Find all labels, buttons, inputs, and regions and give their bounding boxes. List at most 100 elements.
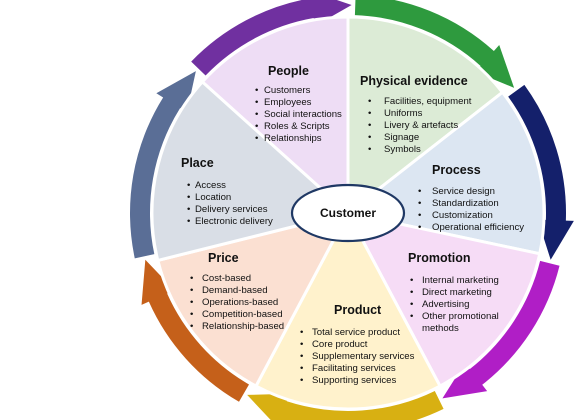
bullet-marker: • [410, 275, 413, 286]
list-item: Access [195, 180, 226, 191]
bullet-marker: • [368, 96, 371, 107]
arrow-place [130, 71, 196, 259]
bullet-marker: • [300, 351, 303, 362]
list-item: Relationships [264, 133, 322, 144]
segment-physical-evidence: Physical evidence • Facilities, equipmen… [360, 74, 472, 155]
segment-title-promotion: Promotion [408, 251, 471, 265]
list-item-continuation: methods [422, 323, 459, 334]
segment-items-place: • Access • Location • Delivery services … [187, 180, 273, 227]
wedge-physical-evidence [346, 15, 505, 217]
list-item: Supplementary services [312, 351, 415, 362]
segment-items-price: • Cost-based • Demand-based • Operations… [190, 273, 284, 332]
center-hub: Customer [290, 183, 406, 243]
bullet-marker: • [418, 186, 421, 197]
list-item: Delivery services [195, 204, 268, 215]
wedge-price [156, 210, 351, 389]
segment-process: Process • Service design • Standardizati… [418, 163, 524, 233]
bullet-marker: • [300, 339, 303, 350]
bullet-marker: • [418, 210, 421, 221]
bullet-marker: • [418, 198, 421, 209]
arrow-physical-evidence [354, 0, 515, 88]
segment-title-physical-evidence: Physical evidence [360, 74, 468, 88]
list-item: Roles & Scripts [264, 121, 330, 132]
bullet-marker: • [410, 299, 413, 310]
bullet-marker: • [187, 180, 190, 191]
center-label: Customer [320, 206, 376, 220]
segment-items-people: • Customers • Employees • Social interac… [255, 85, 342, 144]
list-item: Customers [264, 85, 311, 96]
list-item: Total service product [312, 327, 400, 338]
arrow-price [141, 259, 249, 402]
list-item: Core product [312, 339, 368, 350]
wedge-people [200, 15, 350, 217]
list-item: Symbols [384, 144, 421, 155]
bullet-marker: • [255, 109, 258, 120]
segment-title-process: Process [432, 163, 481, 177]
segment-title-price: Price [208, 251, 239, 265]
bullet-marker: • [187, 204, 190, 215]
segment-items-product: • Total service product • Core product •… [300, 327, 415, 386]
list-item: Cost-based [202, 273, 251, 284]
segment-place: Place • Access • Location • Delivery ser… [181, 156, 273, 227]
bullet-marker: • [300, 375, 303, 386]
bullet-marker: • [368, 132, 371, 143]
arrow-product [247, 390, 444, 420]
bullet-marker: • [190, 321, 193, 332]
bullet-marker: • [255, 97, 258, 108]
segment-people: People • Customers • Employees • Social … [255, 64, 342, 144]
segment-product: Product • Total service product • Core p… [300, 303, 415, 386]
list-item: Standardization [432, 198, 499, 209]
bullet-marker: • [368, 120, 371, 131]
bullet-marker: • [410, 287, 413, 298]
bullet-marker: • [187, 192, 190, 203]
list-item: Advertising [422, 299, 469, 310]
list-item: Electronic delivery [195, 216, 273, 227]
arrow-promotion [442, 260, 560, 399]
list-item: Facilitating services [312, 363, 396, 374]
list-item: Internal marketing [422, 275, 499, 286]
list-item: Supporting services [312, 375, 396, 386]
list-item: Employees [264, 97, 312, 108]
bullet-marker: • [190, 285, 193, 296]
bullet-marker: • [190, 297, 193, 308]
list-item: Livery & artefacts [384, 120, 458, 131]
segment-title-product: Product [334, 303, 382, 317]
segment-items-physical-evidence: • Facilities, equipment • Uniforms • Liv… [368, 96, 472, 155]
bullet-marker: • [300, 363, 303, 374]
list-item: Operations-based [202, 297, 278, 308]
list-item: Other promotional [422, 311, 499, 322]
center-ellipse [290, 183, 406, 243]
bullet-marker: • [368, 108, 371, 119]
segment-items-promotion: • Internal marketing • Direct marketing … [410, 275, 499, 334]
bullet-marker: • [418, 222, 421, 233]
segment-title-place: Place [181, 156, 214, 170]
list-item: Facilities, equipment [384, 96, 472, 107]
segment-promotion: Promotion • Internal marketing • Direct … [408, 251, 499, 334]
list-item: Customization [432, 210, 493, 221]
list-item: Competition-based [202, 309, 283, 320]
list-item: Location [195, 192, 231, 203]
arrow-ring [130, 0, 574, 420]
bullet-marker: • [190, 309, 193, 320]
wedge-product [253, 209, 443, 411]
list-item: Operational efficiency [432, 222, 524, 233]
list-item: Direct marketing [422, 287, 492, 298]
list-item: Social interactions [264, 109, 342, 120]
list-item: Demand-based [202, 285, 268, 296]
arrow-people [191, 0, 352, 76]
list-item: Service design [432, 186, 495, 197]
bullet-marker: • [255, 121, 258, 132]
arrow-process [508, 84, 574, 260]
bullet-marker: • [190, 273, 193, 284]
bullet-marker: • [187, 216, 190, 227]
bullet-marker: • [368, 144, 371, 155]
wedge-promotion [345, 210, 542, 389]
bullet-marker: • [255, 133, 258, 144]
segment-price: Price • Cost-based • Demand-based • Oper… [190, 251, 284, 332]
bullet-marker: • [300, 327, 303, 338]
list-item: Relationship-based [202, 321, 284, 332]
segment-items-process: • Service design • Standardization • Cus… [418, 186, 524, 233]
list-item: Uniforms [384, 108, 423, 119]
